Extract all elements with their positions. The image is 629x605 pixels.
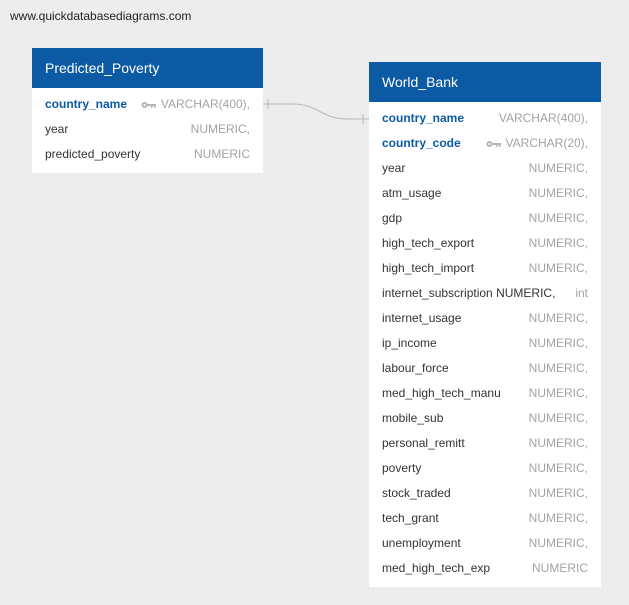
column-name: year — [382, 161, 406, 175]
column-type: VARCHAR(20), — [505, 136, 588, 150]
column-name: year — [45, 122, 69, 136]
column-type: NUMERIC — [194, 147, 250, 161]
column-name: predicted_poverty — [45, 147, 141, 161]
column-type: NUMERIC, — [528, 436, 588, 450]
column-row[interactable]: year NUMERIC, — [369, 156, 601, 181]
column-type: NUMERIC, — [190, 122, 250, 136]
column-row[interactable]: poverty NUMERIC, — [369, 456, 601, 481]
column-type: NUMERIC, — [528, 361, 588, 375]
column-type: NUMERIC, — [528, 311, 588, 325]
key-icon — [486, 141, 501, 147]
column-name: med_high_tech_exp — [382, 561, 491, 575]
watermark: www.quickdatabasediagrams.com — [10, 9, 192, 23]
column-type: NUMERIC, — [528, 411, 588, 425]
column-row[interactable]: stock_traded NUMERIC, — [369, 481, 601, 506]
column-row[interactable]: internet_usage NUMERIC, — [369, 306, 601, 331]
column-row[interactable]: country_name VARCHAR(400), — [369, 106, 601, 131]
column-name: poverty — [382, 461, 422, 475]
column-row[interactable]: high_tech_import NUMERIC, — [369, 256, 601, 281]
column-type: NUMERIC, — [528, 211, 588, 225]
column-name: high_tech_import — [382, 261, 475, 275]
column-row[interactable]: country_code VARCHAR(20), — [369, 131, 601, 156]
column-type: NUMERIC, — [528, 161, 588, 175]
column-row[interactable]: predicted_poverty NUMERIC — [32, 142, 263, 167]
column-row[interactable]: unemployment NUMERIC, — [369, 531, 601, 556]
column-type: NUMERIC, — [528, 236, 588, 250]
column-name: gdp — [382, 211, 403, 225]
column-type: NUMERIC, — [528, 461, 588, 475]
column-row[interactable]: country_name VARCHAR(400), — [32, 92, 263, 117]
column-name: country_name — [45, 97, 128, 111]
column-type: NUMERIC, — [528, 386, 588, 400]
column-type: VARCHAR(400), — [160, 97, 250, 111]
column-name: country_name — [382, 111, 465, 125]
column-name: internet_usage — [382, 311, 462, 325]
column-name: unemployment — [382, 536, 461, 550]
column-type: NUMERIC, — [528, 261, 588, 275]
column-row[interactable]: gdp NUMERIC, — [369, 206, 601, 231]
column-type: NUMERIC, — [528, 511, 588, 525]
column-type: NUMERIC, — [528, 536, 588, 550]
column-type: VARCHAR(400), — [498, 111, 588, 125]
column-row[interactable]: mobile_sub NUMERIC, — [369, 406, 601, 431]
column-row[interactable]: high_tech_export NUMERIC, — [369, 231, 601, 256]
column-name: stock_traded — [382, 486, 451, 500]
column-row[interactable]: internet_subscription NUMERIC, int — [369, 281, 601, 306]
column-name: personal_remitt — [382, 436, 465, 450]
table-world-bank[interactable]: World_Bank country_name VARCHAR(400), co… — [369, 62, 601, 587]
column-row[interactable]: ip_income NUMERIC, — [369, 331, 601, 356]
column-name: ip_income — [382, 336, 437, 350]
column-name: country_code — [382, 136, 461, 150]
column-row[interactable]: personal_remitt NUMERIC, — [369, 431, 601, 456]
column-name: internet_subscription NUMERIC, — [382, 286, 556, 300]
column-row[interactable]: med_high_tech_exp NUMERIC — [369, 556, 601, 581]
column-row[interactable]: atm_usage NUMERIC, — [369, 181, 601, 206]
column-name: high_tech_export — [382, 236, 475, 250]
column-type: NUMERIC, — [528, 486, 588, 500]
column-row[interactable]: med_high_tech_manu NUMERIC, — [369, 381, 601, 406]
column-type: int — [575, 286, 588, 300]
table-header[interactable]: World_Bank — [369, 62, 601, 102]
column-row[interactable]: tech_grant NUMERIC, — [369, 506, 601, 531]
key-icon — [141, 102, 156, 108]
column-name: med_high_tech_manu — [382, 386, 501, 400]
table-predicted-poverty[interactable]: Predicted_Poverty country_name VARCHAR(4… — [32, 48, 263, 173]
column-type: NUMERIC — [532, 561, 588, 575]
table-header[interactable]: Predicted_Poverty — [32, 48, 263, 88]
column-row[interactable]: year NUMERIC, — [32, 117, 263, 142]
column-name: labour_force — [382, 361, 449, 375]
column-name: atm_usage — [382, 186, 442, 200]
column-name: tech_grant — [382, 511, 439, 525]
column-name: mobile_sub — [382, 411, 444, 425]
column-type: NUMERIC, — [528, 336, 588, 350]
column-row[interactable]: labour_force NUMERIC, — [369, 356, 601, 381]
column-type: NUMERIC, — [528, 186, 588, 200]
